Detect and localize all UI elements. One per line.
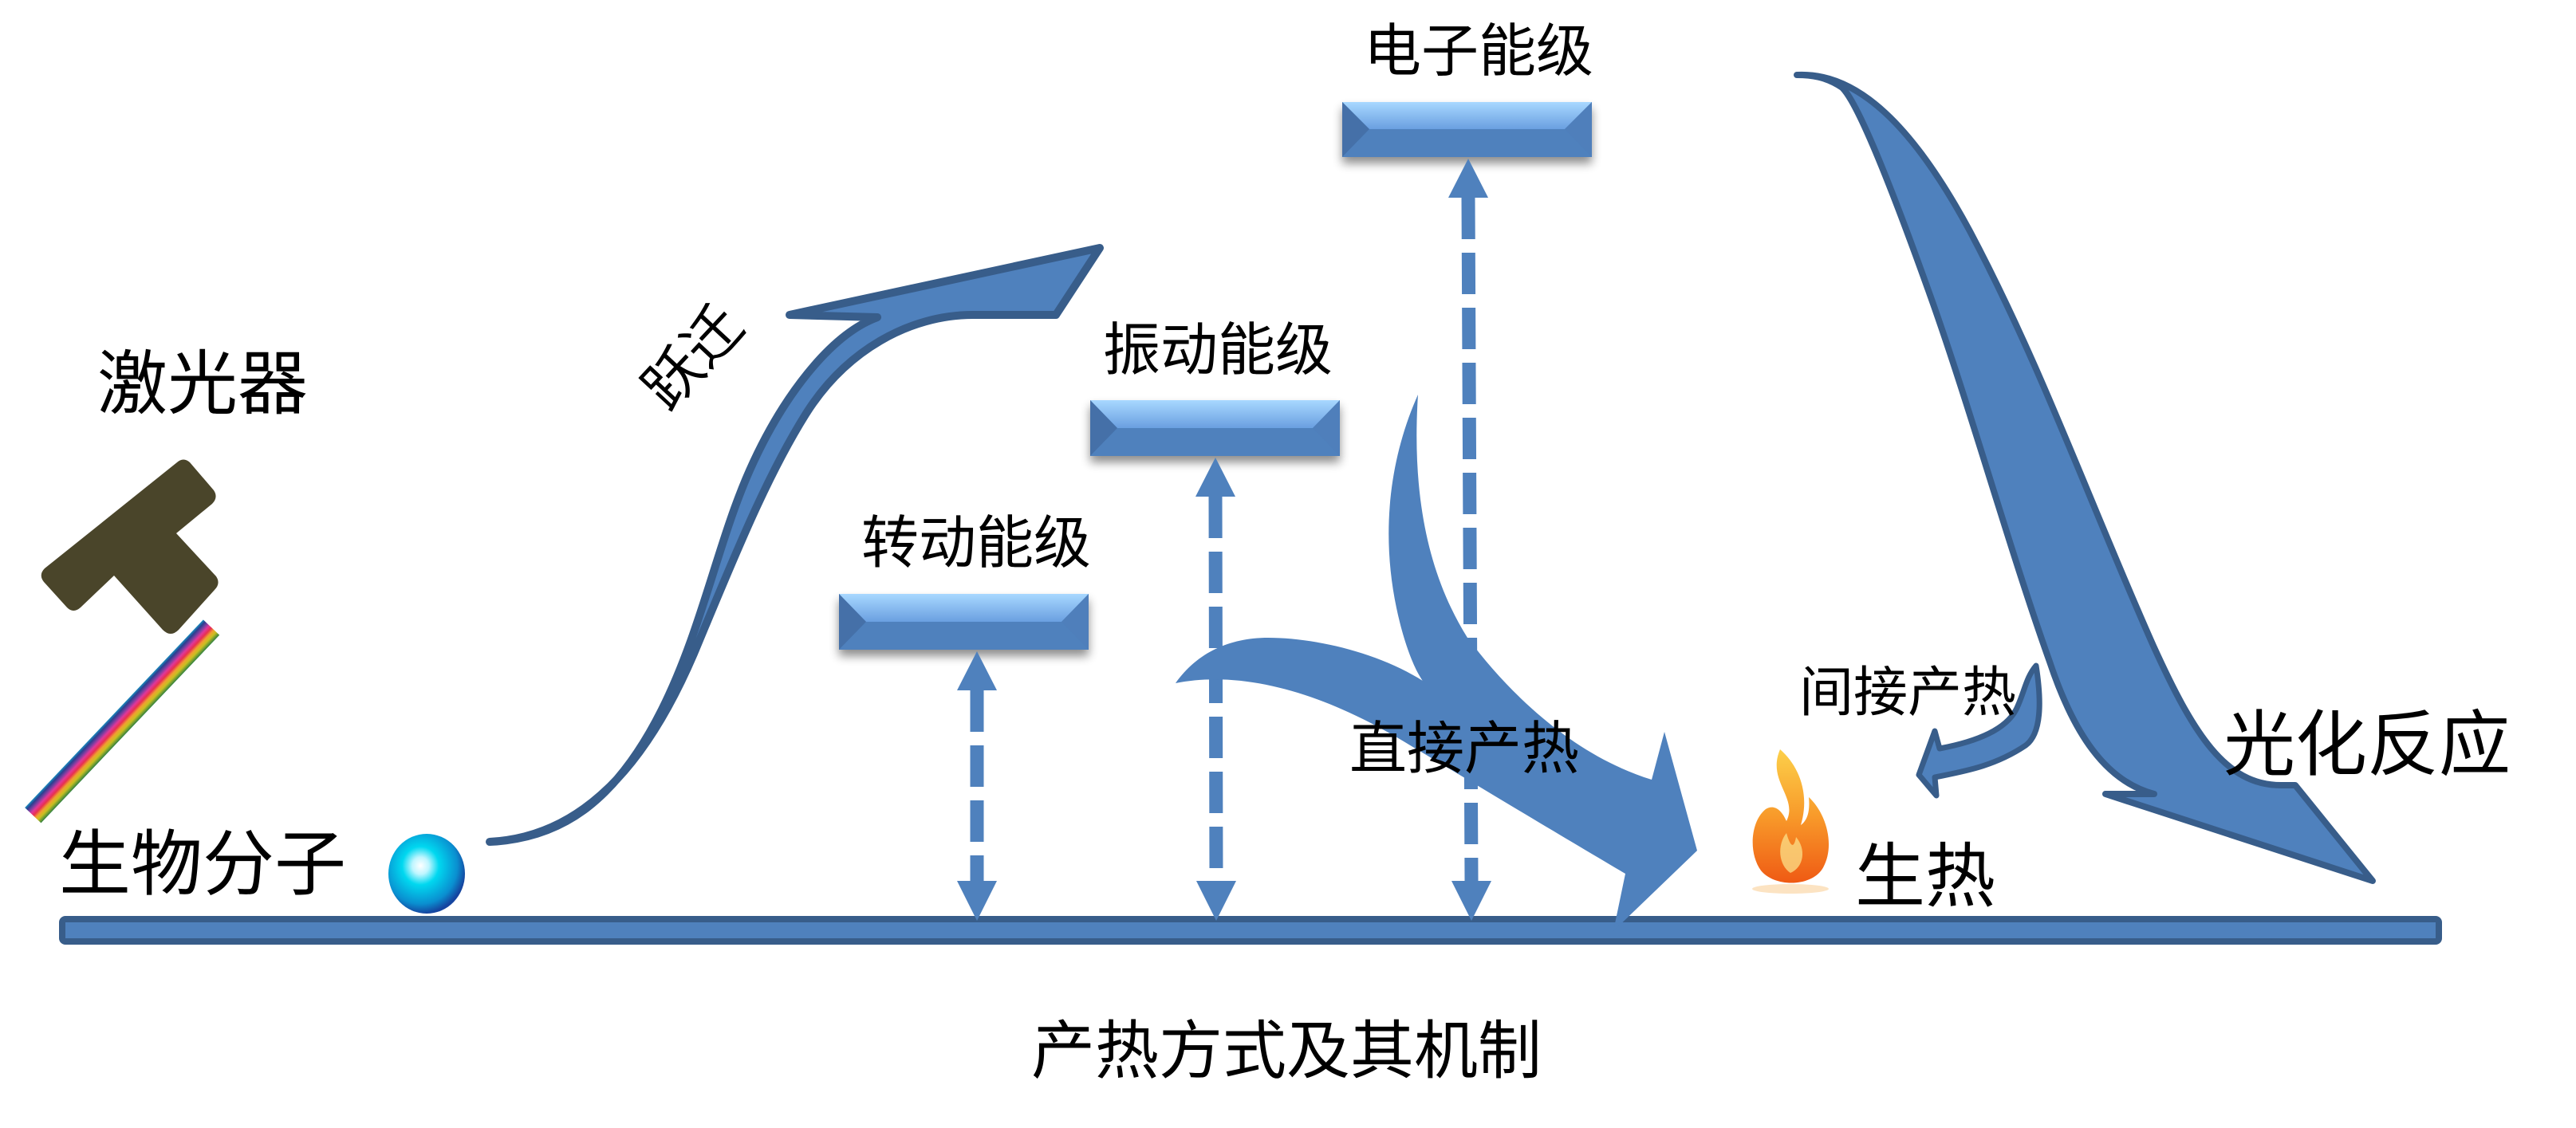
electronic-level-bar [1342, 102, 1592, 157]
flame-icon [1752, 749, 1830, 894]
rotational-level-bar [839, 594, 1089, 650]
heat-generation-label: 生热 [1855, 835, 1996, 918]
vibrational-level-bar [1090, 400, 1340, 456]
indirect-heat-arrow [1916, 662, 2042, 799]
vibrational-excitation-arrow [1195, 458, 1236, 921]
electronic-level-label: 电子能级 [1364, 18, 1594, 85]
photochemical-reaction-label: 光化反应 [2223, 703, 2511, 787]
indirect-heat-label: 间接产热 [1799, 662, 2017, 725]
biomolecule-label: 生物分子 [59, 823, 346, 906]
laser-beam [25, 619, 220, 823]
laser-label: 激光器 [97, 343, 309, 425]
transition-arrow [486, 244, 1104, 846]
photochemical-arrow [1794, 71, 2376, 884]
electronic-excitation-arrow [1448, 159, 1491, 921]
laser-icon [41, 459, 219, 634]
rotational-excitation-arrow [957, 651, 997, 921]
biomolecule-icon [388, 834, 465, 914]
vibrational-level-label: 振动能级 [1103, 316, 1333, 383]
diagram-caption: 产热方式及其机制 [1031, 1014, 1542, 1088]
ground-state-baseline [59, 916, 2442, 945]
direct-heat-label: 直接产热 [1349, 715, 1580, 782]
direct-heat-arrow [1176, 395, 1697, 931]
rotational-level-label: 转动能级 [861, 509, 1092, 576]
